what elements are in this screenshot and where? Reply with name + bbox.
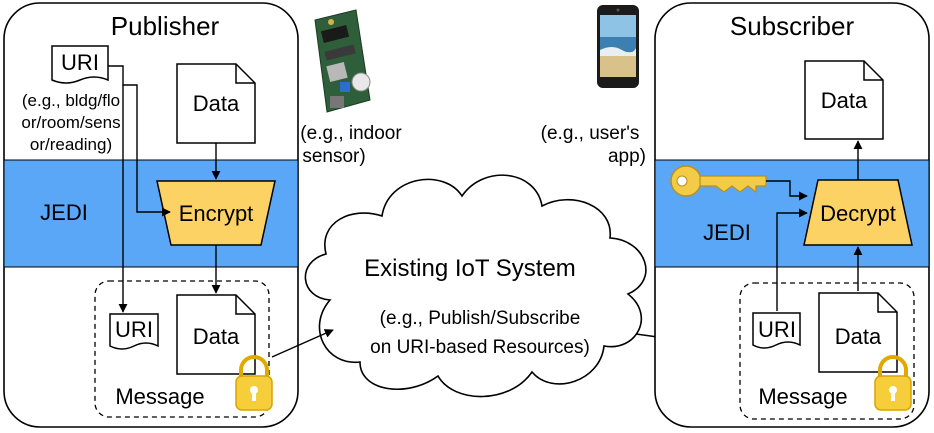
subscriber-data-label: Data (821, 88, 868, 113)
encrypt-label: Encrypt (179, 201, 254, 226)
uri-to-encrypt-arrow (108, 65, 171, 217)
sensor-caption-1: (e.g., indoor (300, 123, 402, 144)
publisher-uri-example-1: (e.g., bldg/flo (22, 91, 120, 110)
publisher-data-label: Data (193, 91, 240, 116)
phone-caption-2: app) (608, 146, 646, 167)
publisher-data-document: Data (176, 63, 256, 144)
publisher-message-label: Message (115, 384, 204, 409)
publisher-uri-example-2: or/room/sens (21, 113, 120, 132)
publisher-uri-document: URI (51, 45, 109, 84)
subscriber-jedi-label: JEDI (703, 220, 751, 245)
publisher-message: URI Data Message (94, 280, 273, 418)
publisher-to-cloud-arrow (271, 329, 334, 358)
subscriber-message-uri-label: URI (758, 317, 796, 342)
subscriber-message-frame (739, 282, 915, 420)
subscriber-message-data-document: Data (818, 292, 898, 373)
iot-system-cloud: Existing IoT System (e.g., Publish/Subsc… (304, 174, 647, 398)
encrypt-block: Encrypt (156, 180, 276, 246)
publisher-message-uri-label: URI (115, 317, 153, 342)
subscriber-message-data-label: Data (835, 324, 882, 349)
subscriber-panel: Subscriber JEDI Data Decrypt URI (654, 2, 930, 428)
cloud-shape (304, 174, 647, 398)
subscriber-message-label: Message (758, 384, 847, 409)
sensor-board-icon (314, 9, 371, 113)
subscriber-message-uri-document: URI (752, 312, 801, 349)
publisher-lock-icon (235, 355, 273, 411)
cloud-subtitle-1: (e.g., Publish/Subscribe (380, 308, 581, 329)
key-to-decrypt-arrow (766, 180, 808, 201)
publisher-message-data-document: Data (176, 294, 256, 375)
subscriber-data-document: Data (804, 60, 884, 140)
publisher-uri-label: URI (61, 50, 99, 75)
cloud-subtitle-2: on URI-based Resources) (370, 337, 590, 358)
cloud-title: Existing IoT System (364, 255, 576, 282)
subscriber-lock-icon (874, 355, 912, 411)
phone-caption-1: (e.g., user's (541, 123, 640, 144)
publisher-jedi-label: JEDI (40, 200, 88, 225)
uri-to-decrypt-arrow (776, 208, 808, 311)
subscriber-message: URI Data Message (739, 282, 915, 420)
publisher-title: Publisher (111, 11, 220, 41)
smartphone-icon (597, 5, 639, 88)
publisher-message-frame (94, 280, 270, 418)
sensor-caption-2: sensor) (302, 146, 365, 167)
publisher-message-data-label: Data (193, 324, 240, 349)
subscriber-title: Subscriber (730, 11, 855, 41)
key-icon (670, 165, 767, 197)
publisher-uri-example-3: or/reading) (30, 135, 112, 154)
decrypt-block: Decrypt (803, 179, 913, 246)
decrypt-label: Decrypt (820, 201, 896, 226)
publisher-panel: Publisher JEDI URI (e.g., bldg/flo or/ro… (3, 2, 299, 428)
publisher-message-uri-document: URI (109, 313, 159, 350)
